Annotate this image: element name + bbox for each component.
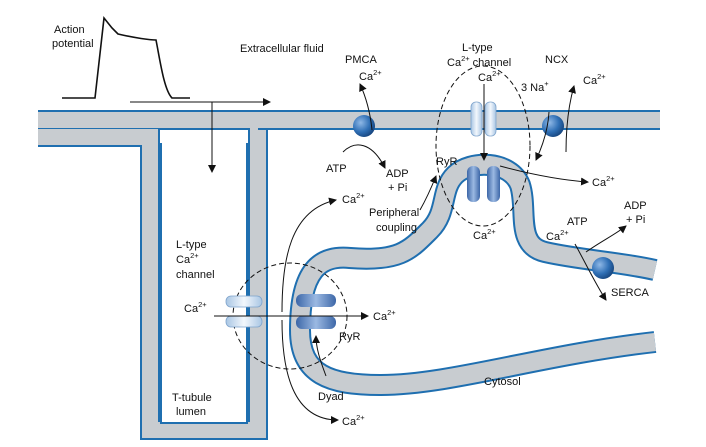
label-ltype-left-1: L-type [176, 239, 207, 251]
label-ryr-dyad: RyR [339, 331, 360, 343]
label-cytosol: Cytosol [484, 376, 521, 388]
ltype-channel-dyad-icon [225, 295, 263, 328]
peripheral-coupling-circle [435, 65, 531, 227]
label-ttubule-1: T-tubule [172, 392, 212, 404]
ncx-pump-icon [542, 115, 564, 137]
label-serca: SERCA [611, 287, 650, 299]
label-pi-pmca: + Pi [388, 182, 407, 194]
ryr-dyad-icon [296, 294, 336, 329]
label-peripheral-1: Peripheral [369, 207, 419, 219]
label-dyad: Dyad [318, 391, 344, 403]
action-potential-trace [62, 15, 271, 173]
serca-pump-icon [592, 257, 614, 279]
label-ltype-top-ca: Ca2+ [478, 69, 501, 84]
label-adp-pmca: ADP [386, 168, 409, 180]
label-ncx-ca: Ca2+ [583, 72, 606, 87]
pmca-pump-icon [353, 115, 375, 137]
label-pi-serca: + Pi [626, 214, 645, 226]
label-ca-serca: Ca2+ [546, 228, 569, 243]
label-pmca-ca: Ca2+ [359, 68, 382, 83]
label-peripheral-2: coupling [376, 222, 417, 234]
label-ca-left: Ca2+ [184, 300, 207, 315]
label-ltype-top-2: Ca2+ channel [447, 54, 511, 69]
label-ncx: NCX [545, 54, 569, 66]
label-pmca: PMCA [345, 54, 377, 66]
label-ca-dyad-right: Ca2+ [373, 308, 396, 323]
label-ca-dyad-down: Ca2+ [342, 413, 365, 428]
label-action-potential-1: Action [54, 24, 85, 36]
ryr-top-icon [467, 166, 500, 202]
label-ltype-top-1: L-type [462, 42, 493, 54]
label-atp-pmca: ATP [326, 163, 347, 175]
label-ca-release-right: Ca2+ [592, 174, 615, 189]
label-ltype-left-3: channel [176, 269, 215, 281]
label-adp-serca: ADP [624, 200, 647, 212]
label-ca-dyad-up: Ca2+ [342, 191, 365, 206]
label-extracellular-fluid: Extracellular fluid [240, 43, 324, 55]
label-ca-below-ryr-top: Ca2+ [473, 227, 496, 242]
label-ncx-na: 3 Na+ [521, 79, 549, 94]
label-action-potential-2: potential [52, 38, 94, 50]
label-ryr-top: RyR [436, 156, 457, 168]
label-ltype-left-2: Ca2+ [176, 251, 199, 266]
ltype-channel-top-icon [470, 101, 497, 137]
label-ttubule-2: lumen [176, 406, 206, 418]
flux-arrows [214, 83, 627, 424]
sarcoplasmic-reticulum [289, 153, 658, 397]
plasma-membrane [38, 110, 660, 440]
label-atp-serca: ATP [567, 216, 588, 228]
labels: Action potential Extracellular fluid PMC… [52, 24, 650, 428]
